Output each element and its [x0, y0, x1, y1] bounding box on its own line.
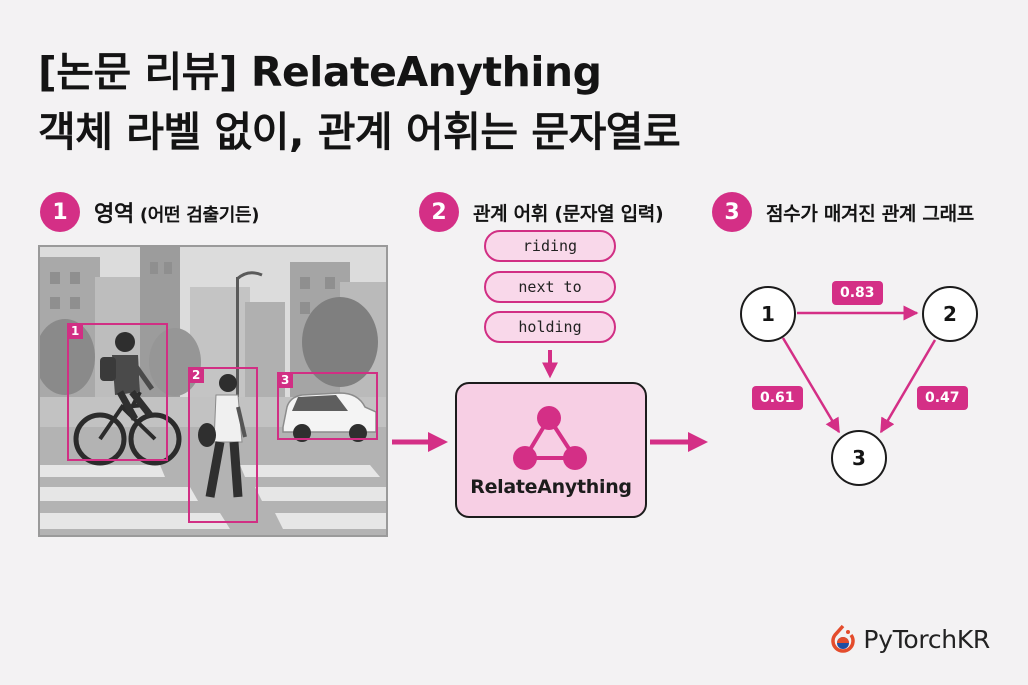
edge-1-to-3	[781, 337, 841, 434]
region-box-1-label: 1	[67, 323, 84, 339]
region-box-3: 3	[277, 372, 378, 440]
cyclist-figure	[73, 332, 182, 466]
street-scene-image: 1 2 3	[38, 245, 388, 537]
region-box-1: 1	[67, 323, 168, 461]
edge-score-1-3: 0.61	[752, 386, 803, 410]
step-1-title: 영역	[94, 202, 134, 227]
title-line-1: [논문 리뷰] RelateAnything	[38, 48, 602, 96]
relation-pill-riding: riding	[484, 230, 616, 262]
step-2-title: 관계 어휘 (문자열 입력)	[473, 202, 664, 225]
brand-name: PyTorchKR	[863, 624, 990, 654]
pedestrian-figure	[198, 374, 247, 498]
step-2-header: 2 관계 어휘 (문자열 입력)	[419, 192, 664, 232]
step-1-subtitle: (어떤 검출기든)	[133, 205, 260, 226]
edge-2-to-3	[879, 339, 937, 434]
model-label: RelateAnything	[470, 476, 632, 498]
edge-score-1-2: 0.83	[832, 281, 883, 305]
step-2-badge: 2	[419, 192, 459, 232]
region-box-3-label: 3	[277, 372, 294, 388]
region-box-2-label: 2	[188, 367, 205, 383]
region-box-2: 2	[188, 367, 258, 523]
title-line-2: 객체 라벨 없이, 관계 어휘는 문자열로	[38, 108, 681, 156]
relation-graph-icon	[513, 406, 587, 470]
brand: PyTorchKR	[829, 624, 990, 654]
step-3-badge: 3	[712, 192, 752, 232]
relation-pill-next-to: next to	[484, 271, 616, 303]
relateanything-model-box: RelateAnything	[455, 382, 647, 518]
relation-pill-holding: holding	[484, 311, 616, 343]
graph-node-1: 1	[740, 286, 796, 342]
graph-node-2: 2	[922, 286, 978, 342]
step-3-title: 점수가 매겨진 관계 그래프	[766, 202, 974, 225]
street-scene-illustration	[40, 247, 386, 535]
car-figure	[282, 392, 377, 442]
step-1-badge: 1	[40, 192, 80, 232]
edge-score-2-3: 0.47	[917, 386, 968, 410]
graph-node-3: 3	[831, 430, 887, 486]
step-1-header: 1 영역 (어떤 검출기든)	[40, 192, 260, 232]
step-3-header: 3 점수가 매겨진 관계 그래프	[712, 192, 974, 232]
pytorch-flame-icon	[831, 624, 856, 653]
